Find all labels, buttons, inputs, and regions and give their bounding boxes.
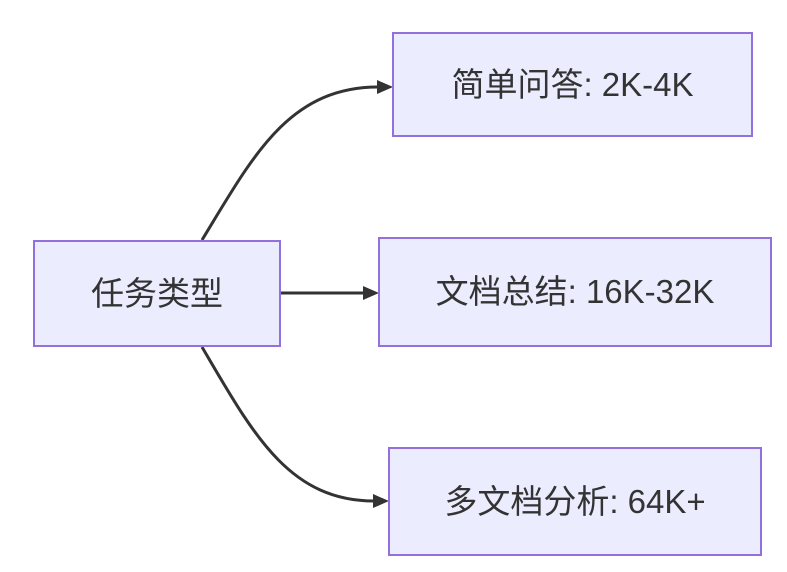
node-multi-doc: 多文档分析: 64K+ (388, 447, 762, 556)
node-task-type: 任务类型 (33, 240, 281, 347)
node-multi-doc-label: 多文档分析: 64K+ (444, 482, 706, 520)
node-simple-qa-label: 简单问答: 2K-4K (451, 65, 694, 103)
node-task-type-label: 任务类型 (91, 274, 223, 312)
node-doc-summary: 文档总结: 16K-32K (378, 237, 772, 347)
edge-root-to-multi-doc (200, 346, 389, 508)
node-simple-qa: 简单问答: 2K-4K (392, 32, 753, 137)
node-doc-summary-label: 文档总结: 16K-32K (435, 273, 715, 311)
edge-root-to-simple-qa (200, 80, 393, 241)
